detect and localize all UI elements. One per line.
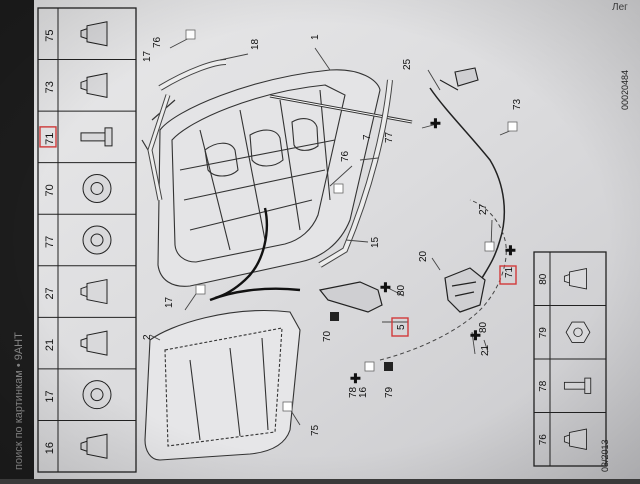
callout-label: 17 [164, 296, 175, 308]
insulation-pad [144, 310, 301, 461]
part-number-label: 16 [44, 442, 56, 454]
part-number-label: 78 [538, 380, 549, 392]
callout-label: 73 [512, 98, 523, 110]
callout-label: 76 [152, 36, 163, 48]
callout-label: 1 [310, 34, 321, 40]
svg-text:✚: ✚ [505, 243, 516, 258]
part-number-label: 75 [44, 30, 56, 42]
date-code: 03/2013 [600, 439, 610, 472]
callout-label: 75 [310, 424, 321, 436]
callout-label: 80 [478, 321, 489, 333]
callout-label: 25 [402, 58, 413, 70]
part-number-label: 80 [538, 273, 549, 285]
corner-text: Лег [612, 2, 628, 13]
washer-icon [82, 380, 112, 410]
part-number-label: 77 [44, 236, 56, 248]
callout-label: 76 [340, 150, 351, 162]
ring-nut-icon [82, 173, 112, 203]
grommet-icon [82, 225, 112, 255]
part-number-label: 17 [44, 390, 56, 402]
callout-label: 5 [396, 324, 407, 330]
callout-label: 80 [396, 284, 407, 296]
callout-label: 79 [384, 386, 395, 398]
callout-label: 16 [358, 386, 369, 398]
part-number-label: 71 [44, 133, 56, 145]
callout-label: 27 [478, 203, 489, 215]
side-caption: поиск по картинкам • 9АНТ [13, 332, 25, 470]
callout-label: 70 [322, 330, 333, 342]
callout-label: 77 [384, 131, 395, 143]
part-number-label: 21 [44, 339, 56, 351]
callout-label: 17 [142, 50, 153, 62]
callout-label: 71 [504, 266, 515, 278]
part-number-label: 73 [44, 81, 56, 93]
svg-text:✚: ✚ [350, 371, 361, 386]
callout-label: 15 [370, 236, 381, 248]
callout-label: 78 [348, 386, 359, 398]
part-number-label: 79 [538, 327, 549, 339]
callout-label: 7 [362, 134, 373, 140]
part-number-label: 76 [538, 434, 549, 446]
svg-text:✚: ✚ [430, 116, 441, 131]
part-number-label: 70 [44, 184, 56, 196]
callout-label: 18 [250, 38, 261, 50]
callout-label: 20 [418, 250, 429, 262]
doc-code: 00020484 [620, 70, 630, 110]
callout-label: 2 [142, 334, 153, 340]
part-number-label: 27 [44, 287, 56, 299]
svg-text:✚: ✚ [380, 280, 391, 295]
callout-label: 21 [480, 344, 491, 356]
